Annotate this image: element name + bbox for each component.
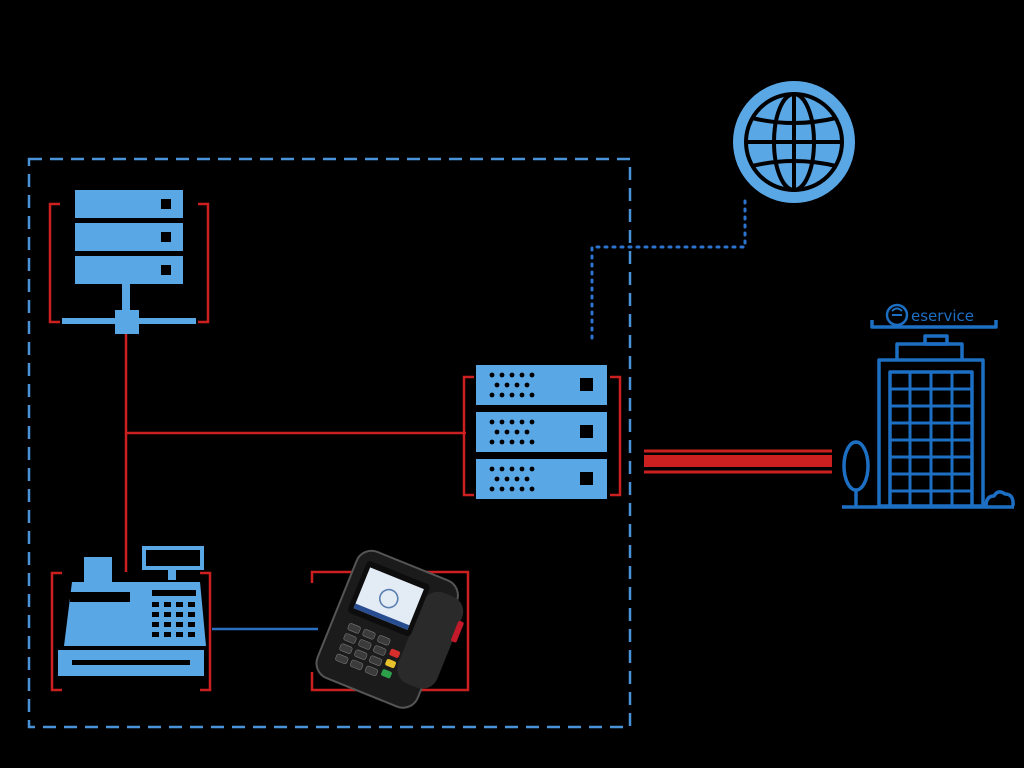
server-rack-icon (462, 365, 622, 499)
brand-name: eservice (911, 307, 974, 325)
globe-icon (733, 81, 855, 203)
cash-register-icon (50, 546, 212, 692)
eservice-logo: eservice (885, 303, 974, 327)
pos-terminal-icon (310, 549, 470, 709)
office-building-icon (842, 320, 1015, 509)
internet-link (590, 196, 747, 340)
local-links (124, 332, 466, 572)
local-network-boundary (27, 157, 632, 729)
processing-link (644, 449, 832, 474)
server-stack-icon (48, 190, 210, 334)
